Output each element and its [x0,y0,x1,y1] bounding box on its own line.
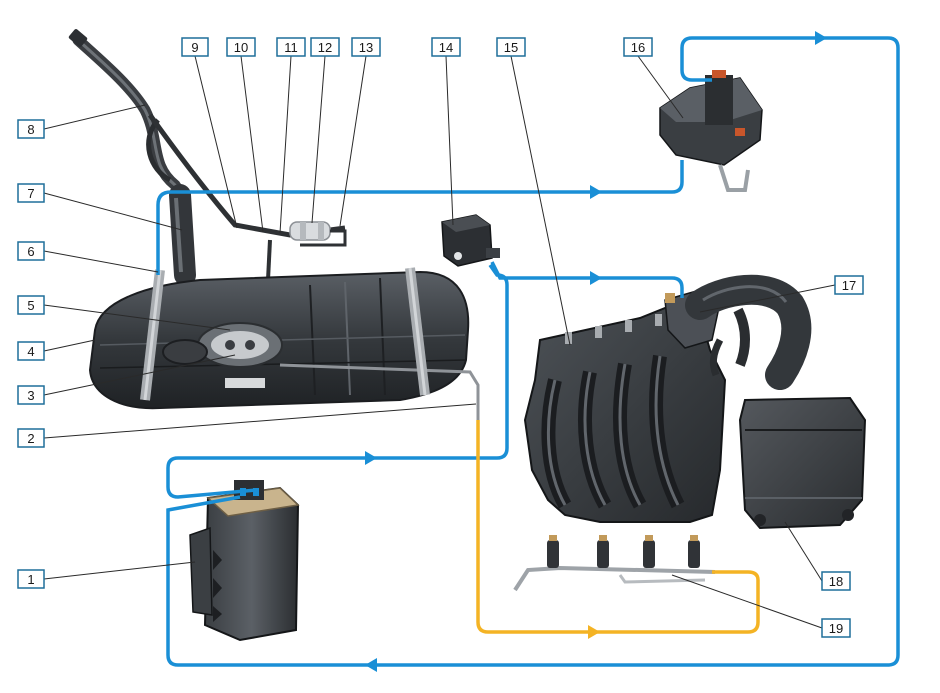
intake-manifold [523,289,727,523]
callout-18: 18 [821,571,851,591]
callout-12: 12 [310,37,340,57]
callout-16: 16 [623,37,653,57]
callouts: 1 2 3 4 5 6 7 8 [17,37,864,638]
callout-17: 17 [834,275,864,295]
callout-18-label: 18 [829,574,843,589]
vapor-line-tank-to-separator [156,160,684,275]
injector-1 [547,535,559,568]
callout-7-label: 7 [27,186,34,201]
callout-16-label: 16 [631,40,645,55]
fuel-line-tank-to-rail [476,420,760,639]
callout-11-label: 11 [284,40,298,55]
callout-8: 8 [17,119,45,139]
callout-8-label: 8 [27,122,34,137]
callout-6: 6 [17,241,45,261]
callout-12-label: 12 [318,40,332,55]
leader-lines [43,55,836,629]
callout-1-label: 1 [27,572,34,587]
fuel-filter [289,221,347,247]
callout-13-label: 13 [359,40,373,55]
callout-19-label: 19 [829,621,843,636]
callout-9: 9 [181,37,209,57]
fuel-tank [88,270,480,420]
callout-9-label: 9 [191,40,198,55]
callout-5-label: 5 [27,298,34,313]
purge-solenoid-valve [441,214,500,267]
callout-15: 15 [496,37,526,57]
vapor-line-canister-to-valve [166,263,509,499]
charcoal-canister [189,480,300,642]
callout-11: 11 [276,37,306,57]
callout-17-label: 17 [842,278,856,293]
callout-3: 3 [17,385,45,405]
callout-3-label: 3 [27,388,34,403]
vapor-line-valve-to-manifold [490,261,684,298]
injector-3 [643,535,655,568]
air-filter-housing [685,274,867,530]
callout-4: 4 [17,341,45,361]
callout-15-label: 15 [504,40,518,55]
callout-7: 7 [17,183,45,203]
callout-19: 19 [821,618,851,638]
vapor-separator [659,70,763,192]
callout-5: 5 [17,295,45,315]
callout-14: 14 [431,37,461,57]
callout-14-label: 14 [439,40,453,55]
callout-10-label: 10 [234,40,248,55]
filler-neck [68,29,346,286]
callout-1: 1 [17,569,45,589]
callout-13: 13 [351,37,381,57]
injector-2 [597,535,609,568]
vapor-line-return-loop [166,31,900,672]
callout-4-label: 4 [27,344,34,359]
callout-6-label: 6 [27,244,34,259]
tank-straps [140,267,430,401]
injector-4 [688,535,700,568]
fuel-rail-with-injectors [513,535,716,592]
callout-10: 10 [226,37,256,57]
callout-2: 2 [17,428,45,448]
callout-2-label: 2 [27,431,34,446]
